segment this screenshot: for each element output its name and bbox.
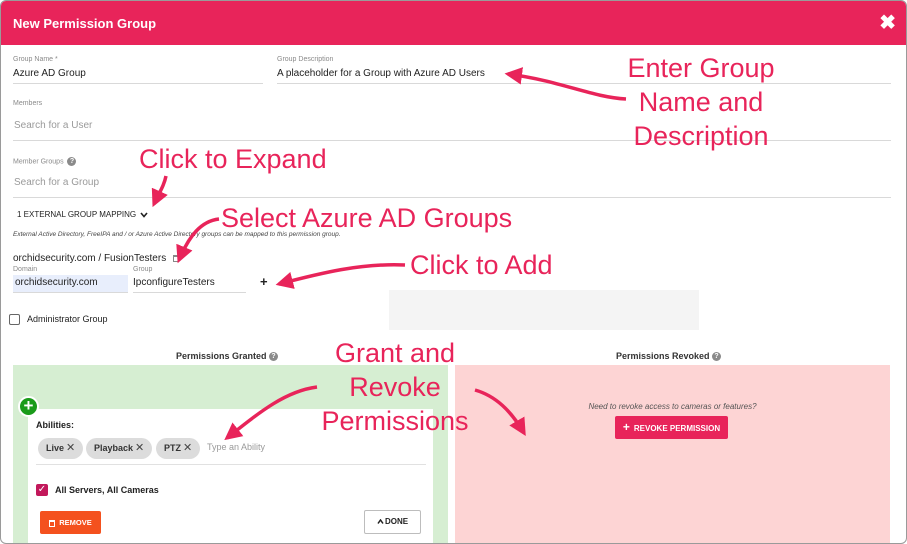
annotation-line: Permissions [321,406,469,436]
members-search-input[interactable]: Search for a User [14,120,93,131]
annotation-line: Grant and [334,338,456,368]
members-label: Members [13,100,43,107]
annotation-line: Name and [638,87,764,117]
annotation-enter-group: Enter Group Name and Description [601,51,801,153]
remove-chip-icon[interactable]: ✕ [135,442,145,454]
group-name-underline [13,83,263,84]
domain-underline [13,292,128,293]
placeholder-block [389,290,699,330]
external-mapping-toggle[interactable]: 1 EXTERNAL GROUP MAPPING [17,210,148,219]
arrow-to-add [275,262,406,289]
group-description-input[interactable]: A placeholder for a Group with Azure AD … [277,68,485,79]
group-label: Group [133,266,153,273]
member-groups-label-text: Member Groups [13,158,64,166]
domain-input[interactable]: orchidsecurity.com [13,275,128,293]
add-mapping-button[interactable]: + [260,274,268,289]
annotation-line: Revoke [349,372,441,402]
group-underline [133,292,246,293]
abilities-label: Abilities: [36,420,75,430]
member-groups-underline [13,197,891,198]
remove-chip-icon[interactable]: ✕ [183,442,193,454]
annotation-line: Enter Group [627,53,775,83]
administrator-group-label: Administrator Group [27,314,108,324]
chevron-up-icon [377,519,384,525]
revoke-permission-button[interactable]: +REVOKE PERMISSION [615,416,728,439]
external-mapping-label: 1 EXTERNAL GROUP MAPPING [17,210,137,219]
trash-icon[interactable] [172,254,179,262]
help-icon[interactable]: ? [269,352,279,362]
revoke-permission-label: REVOKE PERMISSION [633,424,721,433]
members-underline [13,140,891,141]
permissions-revoked-title: Permissions Revoked ? [616,351,722,362]
help-icon[interactable]: ? [67,157,77,166]
annotation-click-add: Click to Add [410,250,553,280]
annotation-select-azure: Select Azure AD Groups [221,203,513,233]
all-servers-checkbox[interactable]: ✓ [36,484,48,496]
revoke-question: Need to revoke access to cameras or feat… [588,402,757,411]
external-mapping-note: External Active Directory, FreeIPA and /… [13,231,341,238]
dialog-header: New Permission Group ✖ [1,1,906,45]
mapping-entry: orchidsecurity.com / FusionTesters [13,253,179,264]
annotation-line: Description [633,121,769,151]
group-input[interactable]: IpconfigureTesters [133,277,215,288]
ability-search-input[interactable]: Type an Ability [207,442,266,452]
ability-chip-label: Live [46,443,65,453]
close-icon[interactable]: ✖ [879,12,896,34]
annotation-grant-revoke: Grant and Revoke Permissions [301,336,489,438]
help-icon[interactable]: ? [712,352,722,362]
ability-chip-label: Playback [94,443,134,453]
group-description-label: Group Description [277,56,334,63]
arrow-to-entry [176,217,220,264]
dialog-title: New Permission Group [13,16,157,31]
administrator-group-checkbox[interactable] [9,314,20,325]
mapping-entry-text: orchidsecurity.com / FusionTesters [13,253,167,264]
domain-label: Domain [13,266,38,273]
remove-button[interactable]: REMOVE [40,511,101,534]
plus-icon: + [622,420,630,434]
remove-chip-icon[interactable]: ✕ [66,442,76,454]
chevron-down-icon [140,212,148,218]
ability-chip-ptz[interactable]: PTZ✕ [156,438,201,459]
ability-chip-playback[interactable]: Playback✕ [86,438,153,459]
group-name-input[interactable]: Azure AD Group [13,68,86,79]
member-groups-label: Member Groups ? [13,157,77,166]
permissions-granted-title-text: Permissions Granted [176,351,267,361]
all-servers-label: All Servers, All Cameras [55,485,159,495]
permissions-revoked-panel [455,365,890,543]
group-name-label: Group Name * [13,56,58,63]
ability-chip-label: PTZ [164,443,181,453]
arrow-to-expand [151,175,168,208]
ability-chip-live[interactable]: Live✕ [38,438,84,459]
member-groups-search-input[interactable]: Search for a Group [14,177,100,188]
remove-button-label: REMOVE [59,518,92,527]
permissions-revoked-title-text: Permissions Revoked [616,351,710,361]
done-button-label: DONE [384,517,409,526]
card-divider [36,464,426,465]
add-permission-button[interactable]: + [18,396,39,417]
annotation-click-expand: Click to Expand [139,144,327,174]
trash-icon [49,519,56,527]
permissions-granted-title: Permissions Granted ? [176,351,279,362]
done-button[interactable]: DONE [364,510,421,534]
